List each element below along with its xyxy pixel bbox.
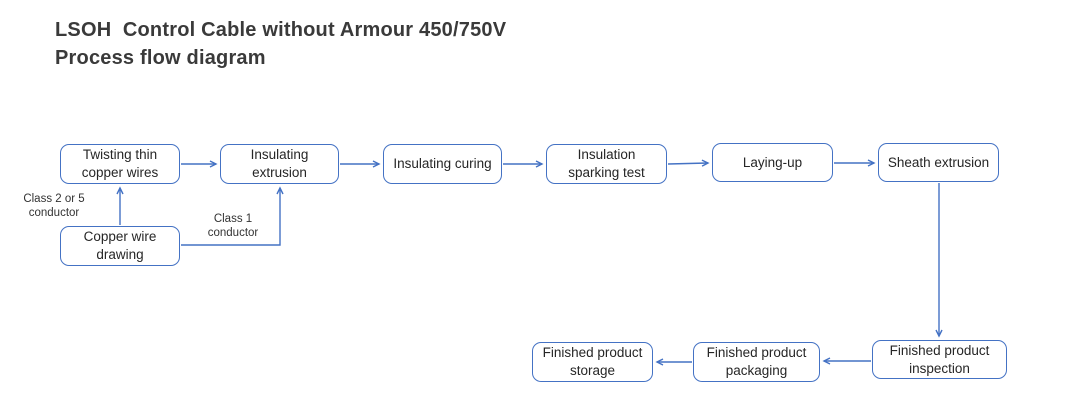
flow-node-insulating-curing: Insulating curing [383, 144, 502, 184]
flow-node-label: Laying-up [742, 154, 803, 170]
flow-node-twisting-thin-copper-wires: Twisting thin copper wires [60, 144, 180, 184]
flow-node-label: Finished product packaging [706, 345, 807, 378]
flow-node-insulating-extrusion: Insulating extrusion [220, 144, 339, 184]
flow-node-label: Twisting thin copper wires [81, 147, 159, 180]
edge-label-class-1-conductor: Class 1 conductor [207, 213, 259, 240]
edge-label-class-2-or-5-conductor: Class 2 or 5 conductor [23, 193, 85, 220]
flow-node-label: Finished product inspection [889, 342, 990, 376]
edge-sparking-test-to-laying-up [667, 159, 710, 167]
flow-node-label: Insulating extrusion [250, 147, 309, 180]
flow-node-laying-up: Laying-up [712, 143, 833, 182]
flow-node-label: Sheath extrusion [887, 154, 990, 170]
flow-node-finished-product-storage: Finished product storage [532, 342, 653, 382]
flow-node-insulation-sparking-test: Insulation sparking test [546, 144, 667, 184]
flow-node-finished-product-packaging: Finished product packaging [693, 342, 820, 382]
flow-node-finished-product-inspection: Finished product inspection [872, 340, 1007, 379]
flow-node-label: Insulating curing [393, 156, 492, 172]
flow-node-sheath-extrusion: Sheath extrusion [878, 143, 999, 182]
flow-node-label: Finished product storage [542, 345, 643, 378]
flow-node-copper-wire-drawing: Copper wire drawing [60, 226, 180, 266]
flow-node-label: Insulation sparking test [568, 147, 645, 180]
page-title-line2: Process flow diagram [55, 47, 266, 69]
page-title: LSOH Control Cable without Armour 450/75… [55, 16, 506, 72]
flow-node-label: Copper wire drawing [83, 229, 157, 262]
page-title-line1: LSOH Control Cable without Armour 450/75… [55, 19, 507, 41]
